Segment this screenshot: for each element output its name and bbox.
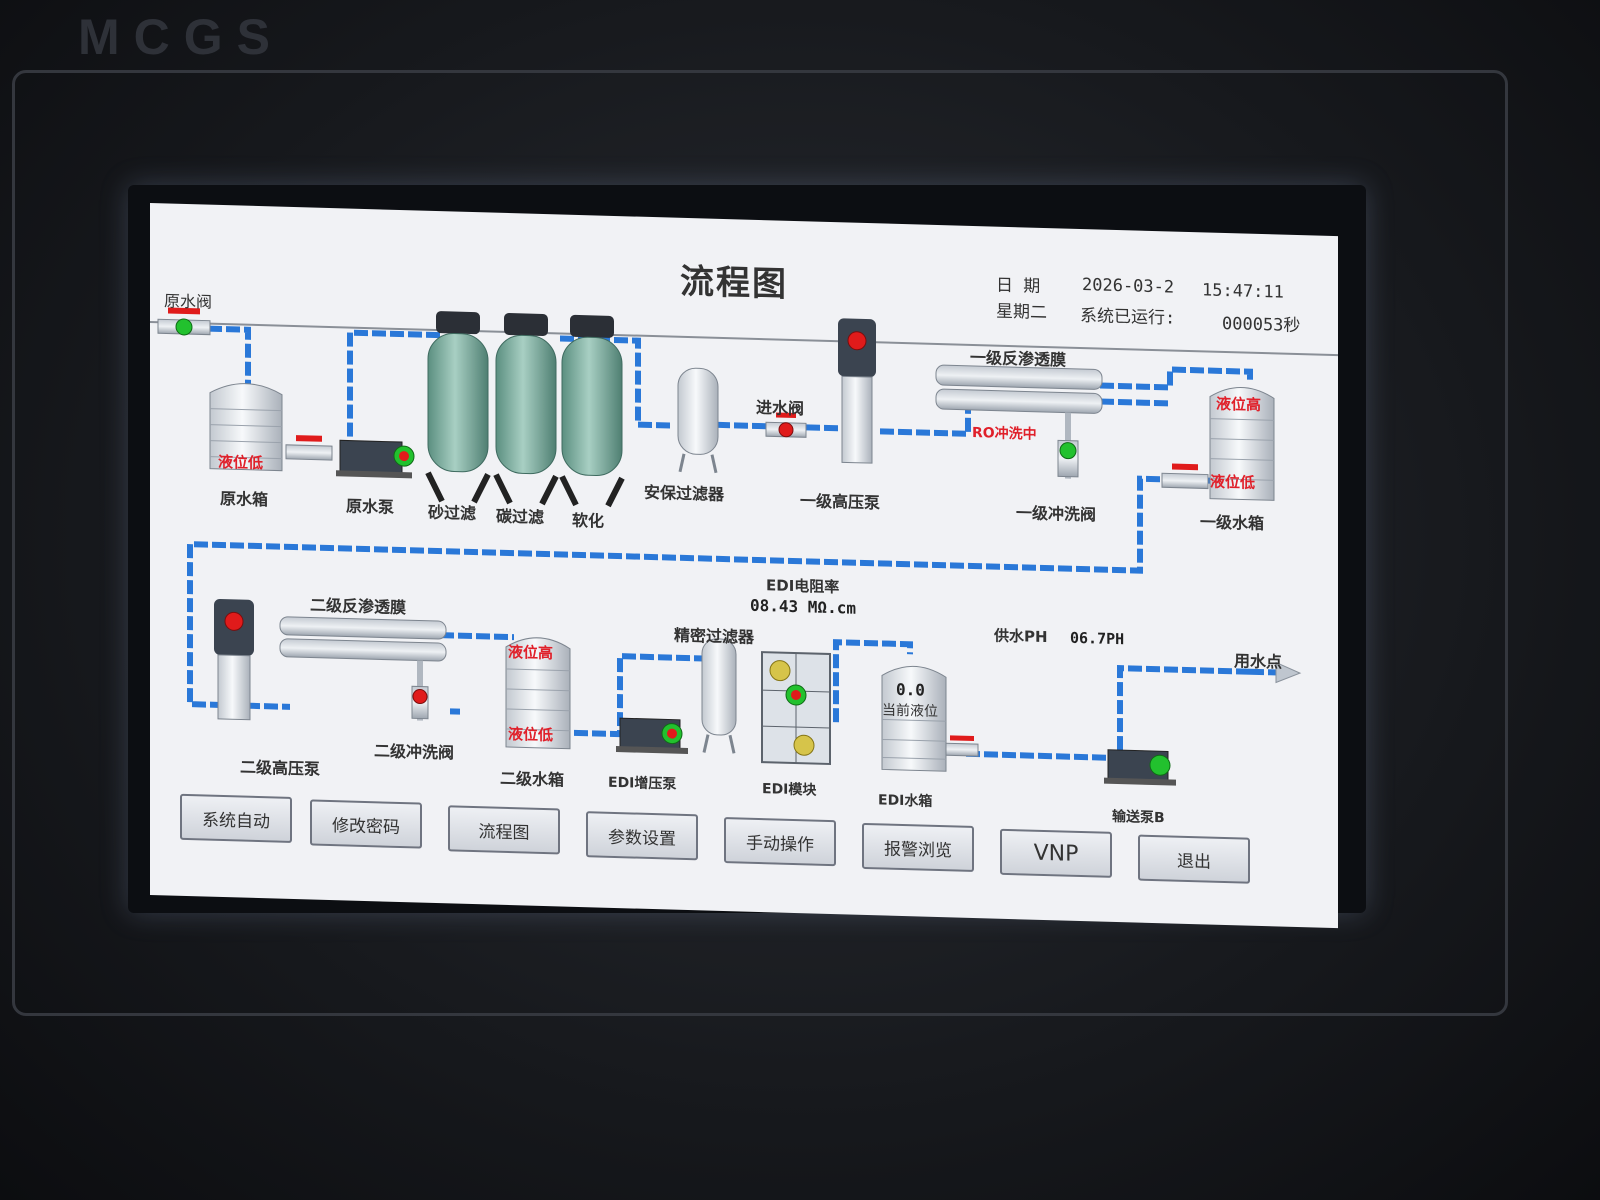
tank-outlet-valve-icon bbox=[285, 435, 333, 461]
raw-tank-label: 原水箱 bbox=[220, 488, 269, 510]
nav-system-auto-button[interactable]: 系统自动 bbox=[180, 793, 292, 843]
tank-1-label: 一级水箱 bbox=[1200, 512, 1265, 534]
tank-1-level-low: 液位低 bbox=[1210, 472, 1256, 492]
process-diagram bbox=[157, 307, 1302, 786]
raw-pump-icon bbox=[336, 439, 415, 479]
flush-valve-2-icon bbox=[411, 685, 429, 720]
precision-filter-label: 精密过滤器 bbox=[674, 625, 755, 647]
tank-1-level-high: 液位高 bbox=[1216, 394, 1262, 415]
inlet-valve-label: 进水阀 bbox=[756, 397, 805, 419]
softener-icon bbox=[559, 314, 625, 508]
hmi-screen: 流程图 日 期 2026-03-2 15:47:11 星期二 系统已运行: 00… bbox=[150, 203, 1338, 929]
sand-filter-label: 砂过滤 bbox=[428, 502, 477, 524]
hp-pump-2-icon bbox=[214, 598, 254, 721]
brand-logo: MCGS bbox=[78, 9, 284, 65]
raw-pump-label: 原水泵 bbox=[346, 496, 395, 517]
precision-filter-icon bbox=[701, 638, 737, 754]
sand-filter-icon bbox=[425, 311, 491, 504]
device-bezel bbox=[12, 70, 1508, 1016]
carbon-filter-label: 碳过滤 bbox=[496, 506, 545, 528]
edi-tank-icon bbox=[881, 665, 947, 772]
tank-1-outlet-valve-icon bbox=[1161, 463, 1209, 490]
edi-resistivity-label: EDI电阻率 bbox=[766, 576, 840, 597]
edi-module-icon bbox=[761, 651, 831, 766]
inlet-valve-icon bbox=[765, 412, 807, 438]
flush-valve-1-icon bbox=[1057, 439, 1079, 478]
hp-pump-1-label: 一级高压泵 bbox=[800, 491, 881, 513]
security-filter-label: 安保过滤器 bbox=[644, 482, 725, 505]
ro-membrane-1-label: 一级反渗透膜 bbox=[970, 347, 1067, 370]
hp-pump-1-icon bbox=[838, 318, 876, 464]
security-filter-icon bbox=[677, 367, 719, 474]
nav-vnp-button[interactable]: VNP bbox=[1000, 828, 1112, 878]
supply-ph-label: 供水PH bbox=[994, 626, 1048, 647]
nav-manual-operation-button[interactable]: 手动操作 bbox=[724, 817, 836, 867]
nav-flow-chart-button[interactable]: 流程图 bbox=[448, 805, 560, 855]
tank-2-icon bbox=[505, 637, 571, 750]
tank-2-level-high: 液位高 bbox=[508, 642, 554, 663]
nav-exit-button[interactable]: 退出 bbox=[1138, 834, 1250, 884]
edi-tank-label: EDI水箱 bbox=[878, 792, 933, 810]
raw-tank-icon bbox=[209, 383, 283, 472]
ro-flushing-status: RO冲洗中 bbox=[972, 424, 1037, 443]
edi-resistivity-value: 08.43 MΩ.cm bbox=[750, 595, 856, 618]
hp-pump-2-label: 二级高压泵 bbox=[240, 757, 321, 779]
softener-label: 软化 bbox=[572, 510, 605, 531]
edi-tank-outlet-valve-icon bbox=[945, 735, 979, 757]
edi-tank-level-value: 0.0 bbox=[896, 679, 925, 700]
edi-module-label: EDI模块 bbox=[762, 781, 817, 799]
delivery-pump-label: 输送泵B bbox=[1112, 808, 1165, 827]
raw-tank-level-low: 液位低 bbox=[218, 452, 264, 473]
nav-change-password-button[interactable]: 修改密码 bbox=[310, 799, 422, 849]
use-point-label: 用水点 bbox=[1234, 651, 1283, 672]
carbon-filter-icon bbox=[493, 313, 559, 506]
flush-valve-2-label: 二级冲洗阀 bbox=[374, 741, 455, 763]
tank-2-level-low: 液位低 bbox=[508, 724, 554, 745]
delivery-pump-icon bbox=[1104, 749, 1176, 786]
ro-membrane-2-icon bbox=[279, 616, 447, 721]
outlet-arrow-icon bbox=[1275, 661, 1302, 684]
tank-2-label: 二级水箱 bbox=[500, 768, 565, 790]
nav-parameter-settings-button[interactable]: 参数设置 bbox=[586, 811, 698, 861]
ro-membrane-2-label: 二级反渗透膜 bbox=[310, 595, 407, 618]
supply-ph-value: 06.7PH bbox=[1070, 628, 1125, 649]
edi-booster-pump-label: EDI增压泵 bbox=[608, 774, 677, 793]
nav-alarm-browse-button[interactable]: 报警浏览 bbox=[862, 822, 974, 873]
edi-tank-level-label: 当前液位 bbox=[882, 702, 938, 721]
raw-valve-icon bbox=[157, 307, 211, 336]
raw-valve-label: 原水阀 bbox=[164, 291, 213, 312]
flush-valve-1-label: 一级冲洗阀 bbox=[1016, 503, 1097, 525]
tank-1-icon bbox=[1209, 387, 1275, 501]
edi-booster-pump-icon bbox=[616, 717, 688, 755]
